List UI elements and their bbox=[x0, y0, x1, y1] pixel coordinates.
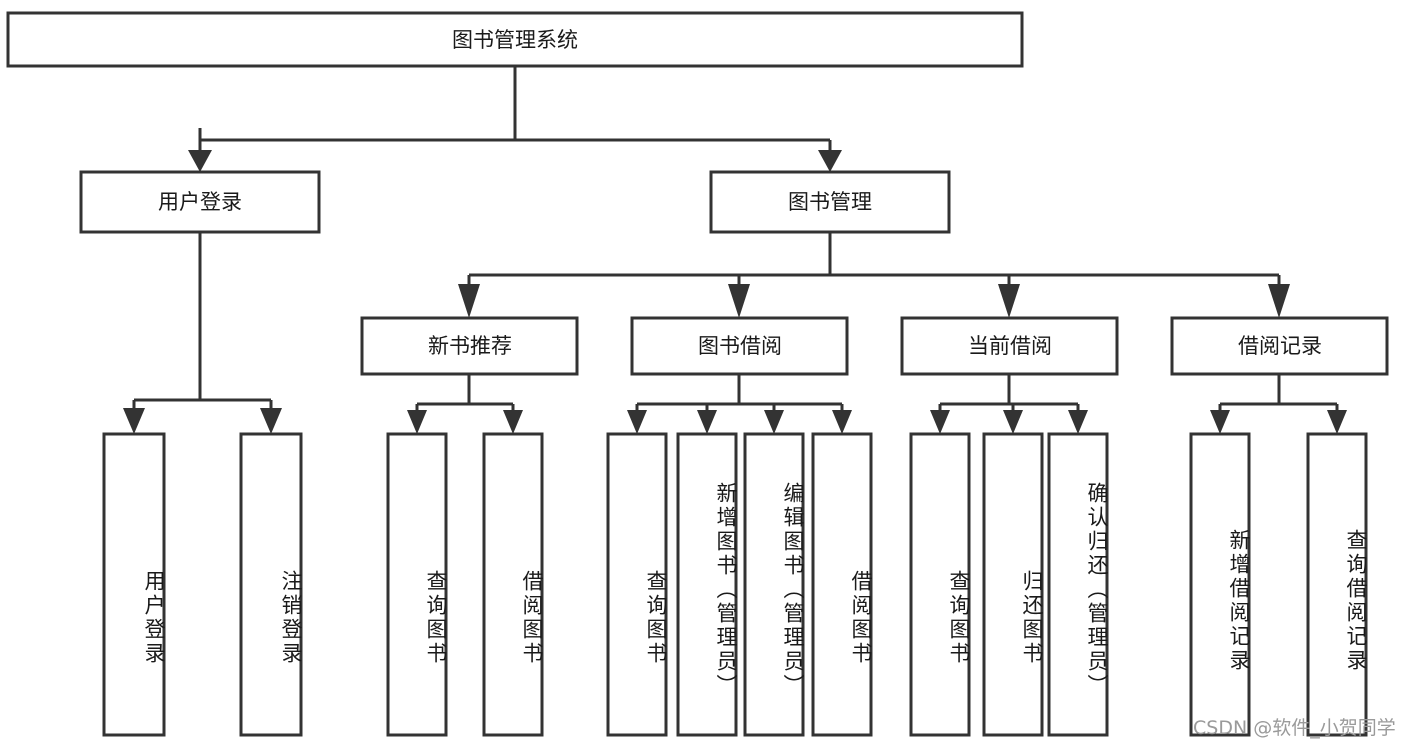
node-new-book-recommend-box[interactable] bbox=[360, 316, 579, 376]
leaf-box-query-book-newbook[interactable] bbox=[386, 432, 448, 737]
leaf-box-logout[interactable] bbox=[239, 432, 303, 737]
arrowhead-to-new-book-rec bbox=[458, 284, 480, 318]
arrowhead-bookborrow-leaf-2 bbox=[697, 410, 717, 434]
node-new-book-recommend[interactable]: 新书推荐 bbox=[360, 316, 579, 376]
arrowhead-to-borrow-record bbox=[1268, 284, 1290, 318]
leaf-box-query-book-borrow[interactable] bbox=[606, 432, 668, 737]
node-book-management-label: 图书管理 bbox=[788, 190, 872, 214]
connector-layer bbox=[123, 66, 1347, 434]
node-borrow-record-box[interactable] bbox=[1170, 316, 1389, 376]
arrowhead-to-user-login bbox=[188, 150, 212, 172]
node-book-borrow-label: 图书借阅 bbox=[698, 334, 782, 358]
node-current-borrow-box[interactable] bbox=[900, 316, 1119, 376]
node-borrow-record[interactable]: 借阅记录 bbox=[1170, 316, 1389, 376]
node-user-login-label: 用户登录 bbox=[158, 190, 242, 214]
node-new-book-recommend-label: 新书推荐 bbox=[428, 334, 512, 358]
arrowhead-to-book-borrow bbox=[728, 284, 750, 318]
leaf-box-query-borrow-record[interactable] bbox=[1306, 432, 1368, 737]
leaf-box-layer bbox=[102, 432, 1368, 737]
arrowhead-newbook-leaf-2 bbox=[503, 410, 523, 434]
node-user-login-box[interactable] bbox=[79, 170, 321, 234]
arrowhead-to-book-mgmt bbox=[818, 150, 842, 172]
node-book-management[interactable]: 图书管理 bbox=[709, 170, 951, 234]
leaf-box-user-login[interactable] bbox=[102, 432, 166, 737]
node-current-borrow-label: 当前借阅 bbox=[968, 334, 1052, 358]
node-root-label: 图书管理系统 bbox=[452, 28, 578, 52]
arrowhead-leaf-user-login bbox=[123, 408, 145, 434]
arrowhead-leaf-logout bbox=[260, 408, 282, 434]
node-current-borrow[interactable]: 当前借阅 bbox=[900, 316, 1119, 376]
node-borrow-record-label: 借阅记录 bbox=[1238, 334, 1322, 358]
arrowhead-bookborrow-leaf-1 bbox=[627, 410, 647, 434]
arrowhead-borrowrecord-leaf-2 bbox=[1327, 410, 1347, 434]
arrowhead-currentborrow-leaf-2 bbox=[1003, 410, 1023, 434]
csdn-watermark: CSDN @软件_小贺同学 bbox=[1193, 717, 1396, 739]
leaf-box-confirm-return-admin[interactable] bbox=[1047, 432, 1109, 737]
leaf-box-borrow-book[interactable] bbox=[811, 432, 873, 737]
node-book-management-box[interactable] bbox=[709, 170, 951, 234]
leaf-box-borrow-book-newbook[interactable] bbox=[482, 432, 544, 737]
arrowhead-borrowrecord-leaf-1 bbox=[1210, 410, 1230, 434]
node-user-login[interactable]: 用户登录 bbox=[79, 170, 321, 234]
leaf-box-add-book-admin[interactable] bbox=[676, 432, 738, 737]
node-book-borrow[interactable]: 图书借阅 bbox=[630, 316, 849, 376]
leaf-box-add-borrow-record[interactable] bbox=[1189, 432, 1251, 737]
arrowhead-bookborrow-leaf-3 bbox=[764, 410, 784, 434]
arrowhead-to-current-borrow bbox=[998, 284, 1020, 318]
leaf-box-query-book-current[interactable] bbox=[909, 432, 971, 737]
node-root[interactable]: 图书管理系统 bbox=[6, 11, 1024, 68]
node-book-borrow-box[interactable] bbox=[630, 316, 849, 376]
leaf-box-edit-book-admin[interactable] bbox=[743, 432, 805, 737]
leaf-box-return-book[interactable] bbox=[982, 432, 1044, 737]
node-root-box[interactable] bbox=[6, 11, 1024, 68]
arrowhead-currentborrow-leaf-1 bbox=[930, 410, 950, 434]
arrowhead-bookborrow-leaf-4 bbox=[832, 410, 852, 434]
arrowhead-currentborrow-leaf-3 bbox=[1068, 410, 1088, 434]
arrowhead-newbook-leaf-1 bbox=[407, 410, 427, 434]
